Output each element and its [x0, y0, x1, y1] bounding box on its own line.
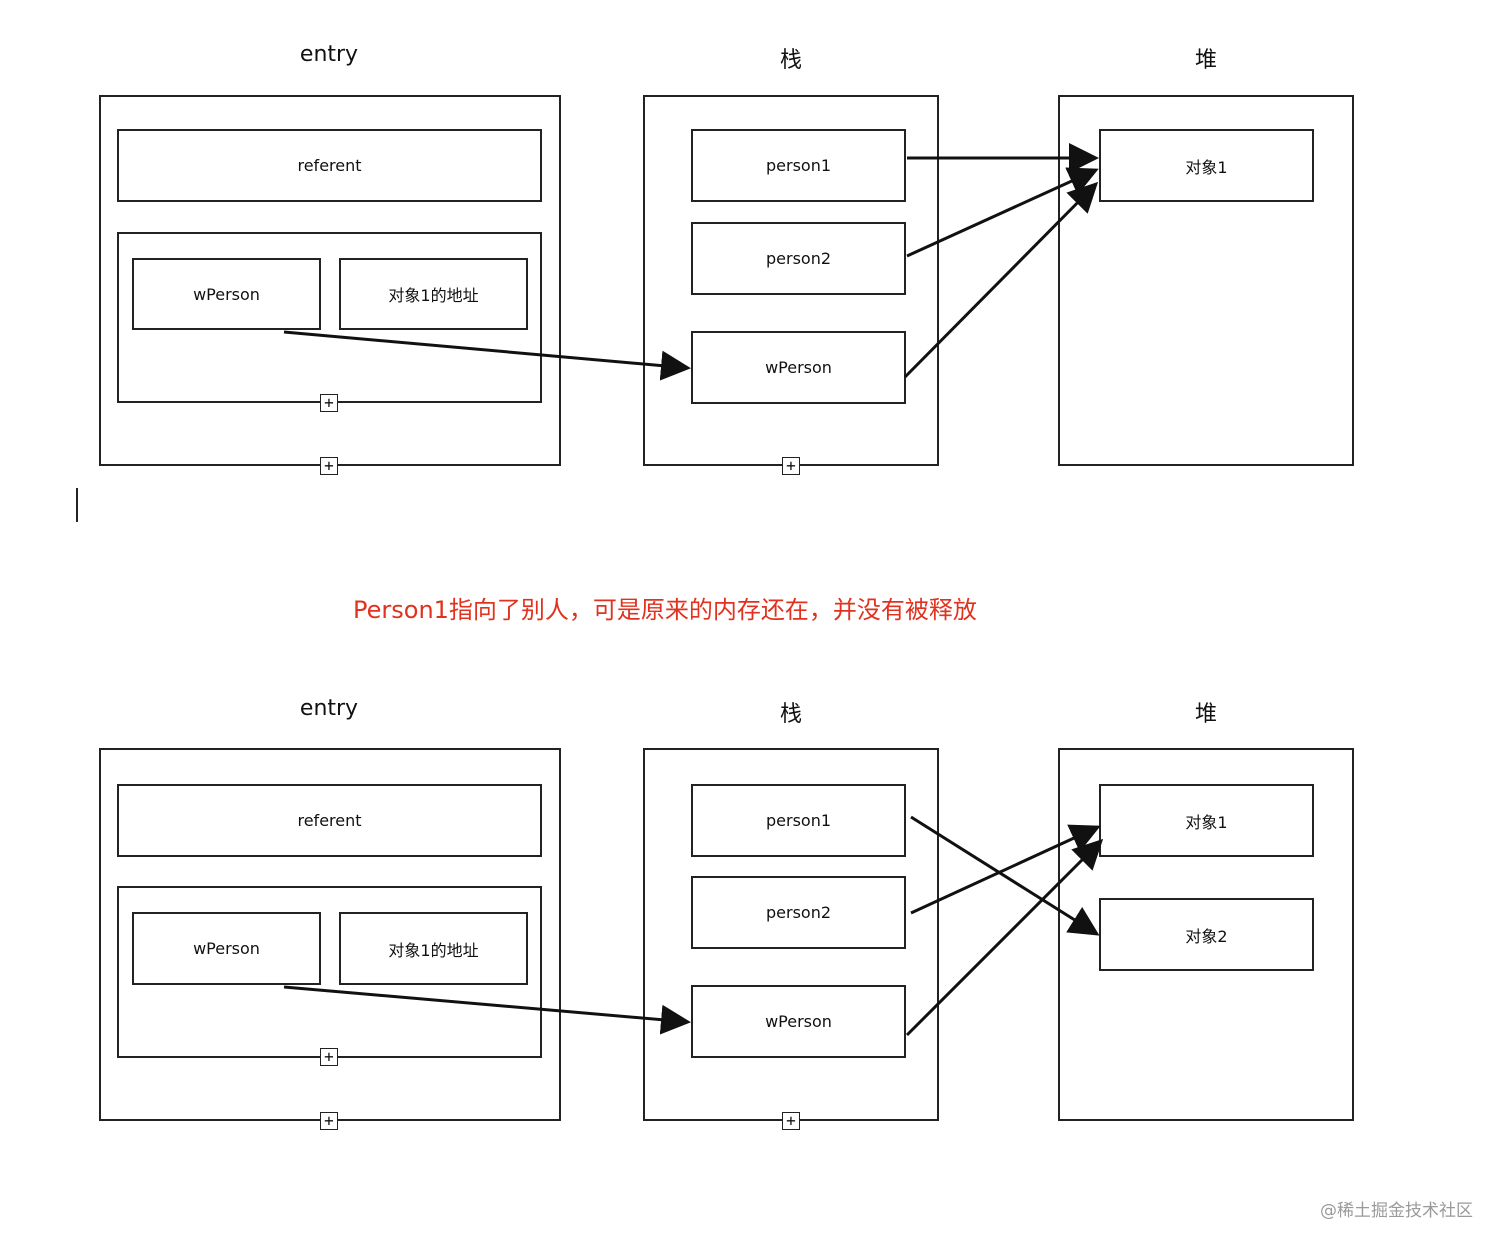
entry-title: entry [299, 696, 359, 721]
heap-title: 堆 [1194, 702, 1217, 727]
stack-title: 栈 [779, 702, 802, 727]
watermark: @稀土掘金技术社区 [1320, 1201, 1473, 1221]
stack-person2-box: person2 [691, 876, 906, 949]
text-cursor [76, 488, 78, 522]
stack-person1-box: person1 [691, 784, 906, 857]
caption: Person1指向了别人，可是原来的内存还在，并没有被释放 [353, 596, 977, 624]
stack-person1-box: person1 [691, 129, 906, 202]
plus-square-icon[interactable]: + [782, 457, 800, 475]
heap-title: 堆 [1194, 48, 1217, 73]
entry-title: entry [299, 42, 359, 67]
address-box: 对象1的地址 [339, 912, 528, 985]
plus-square-icon[interactable]: + [320, 1112, 338, 1130]
entry-wperson-box: wPerson [132, 258, 321, 330]
heap-object2-box: 对象2 [1099, 898, 1314, 971]
referent-box: referent [117, 784, 542, 857]
address-box: 对象1的地址 [339, 258, 528, 330]
plus-square-icon[interactable]: + [320, 1048, 338, 1066]
entry-wperson-box: wPerson [132, 912, 321, 985]
referent-box: referent [117, 129, 542, 202]
stack-wperson-box: wPerson [691, 331, 906, 404]
plus-square-icon[interactable]: + [782, 1112, 800, 1130]
plus-square-icon[interactable]: + [320, 394, 338, 412]
heap-object1-box: 对象1 [1099, 784, 1314, 857]
plus-square-icon[interactable]: + [320, 457, 338, 475]
stack-person2-box: person2 [691, 222, 906, 295]
stack-title: 栈 [779, 48, 802, 73]
heap-object1-box: 对象1 [1099, 129, 1314, 202]
stack-wperson-box: wPerson [691, 985, 906, 1058]
